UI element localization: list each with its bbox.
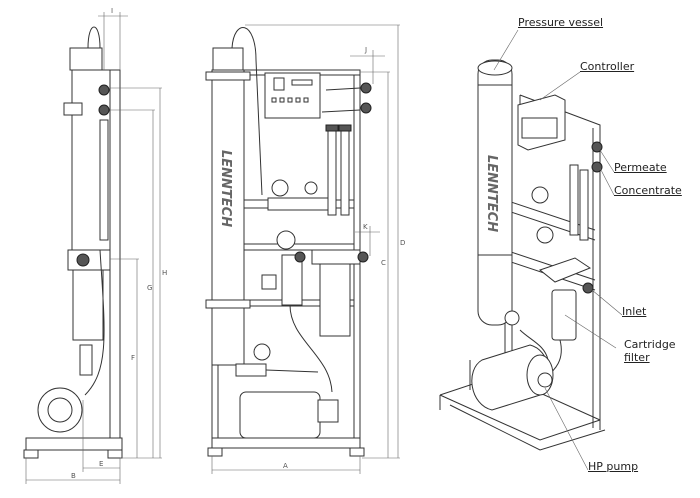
label-inlet: Inlet [622,305,647,318]
side-dimensions [25,12,162,484]
front-cartridge-filter [319,263,351,337]
dim-f: F [131,354,135,362]
side-pressure-vessel [71,69,111,251]
side-view [23,26,123,459]
lenntech-logo: LENNTECH [218,150,233,227]
dim-j: J [364,46,367,54]
iso-lenntech-logo: LENNTECH [484,155,499,232]
iso-controller [517,94,566,151]
dim-a: A [283,462,288,470]
front-view: LENNTECH [205,27,372,457]
side-cartridge-filter [72,269,104,341]
front-dimensions [211,24,400,474]
front-pressure-vessel [211,69,245,366]
dim-g: G [147,284,152,292]
dim-i: I [111,7,113,15]
isometric-view: LENNTECH [439,59,606,451]
dim-k: K [363,223,368,231]
label-cartridge: Cartridge [624,338,676,351]
label-hp-pump: HP pump [588,460,639,473]
label-filter: filter [624,351,650,364]
iso-cartridge-filter [551,289,577,341]
iso-pressure-vessel [477,59,513,326]
leader-lines [493,29,623,471]
front-hp-pump [239,391,321,439]
dim-e: E [99,460,103,468]
dim-b: B [71,472,76,480]
label-permeate: Permeate [614,161,667,174]
label-controller: Controller [580,60,635,73]
label-concentrate: Concentrate [614,184,682,197]
dim-c: C [381,259,386,267]
dim-h: H [162,269,167,277]
label-pressure-vessel: Pressure vessel [518,16,604,29]
dim-d: D [400,239,405,247]
